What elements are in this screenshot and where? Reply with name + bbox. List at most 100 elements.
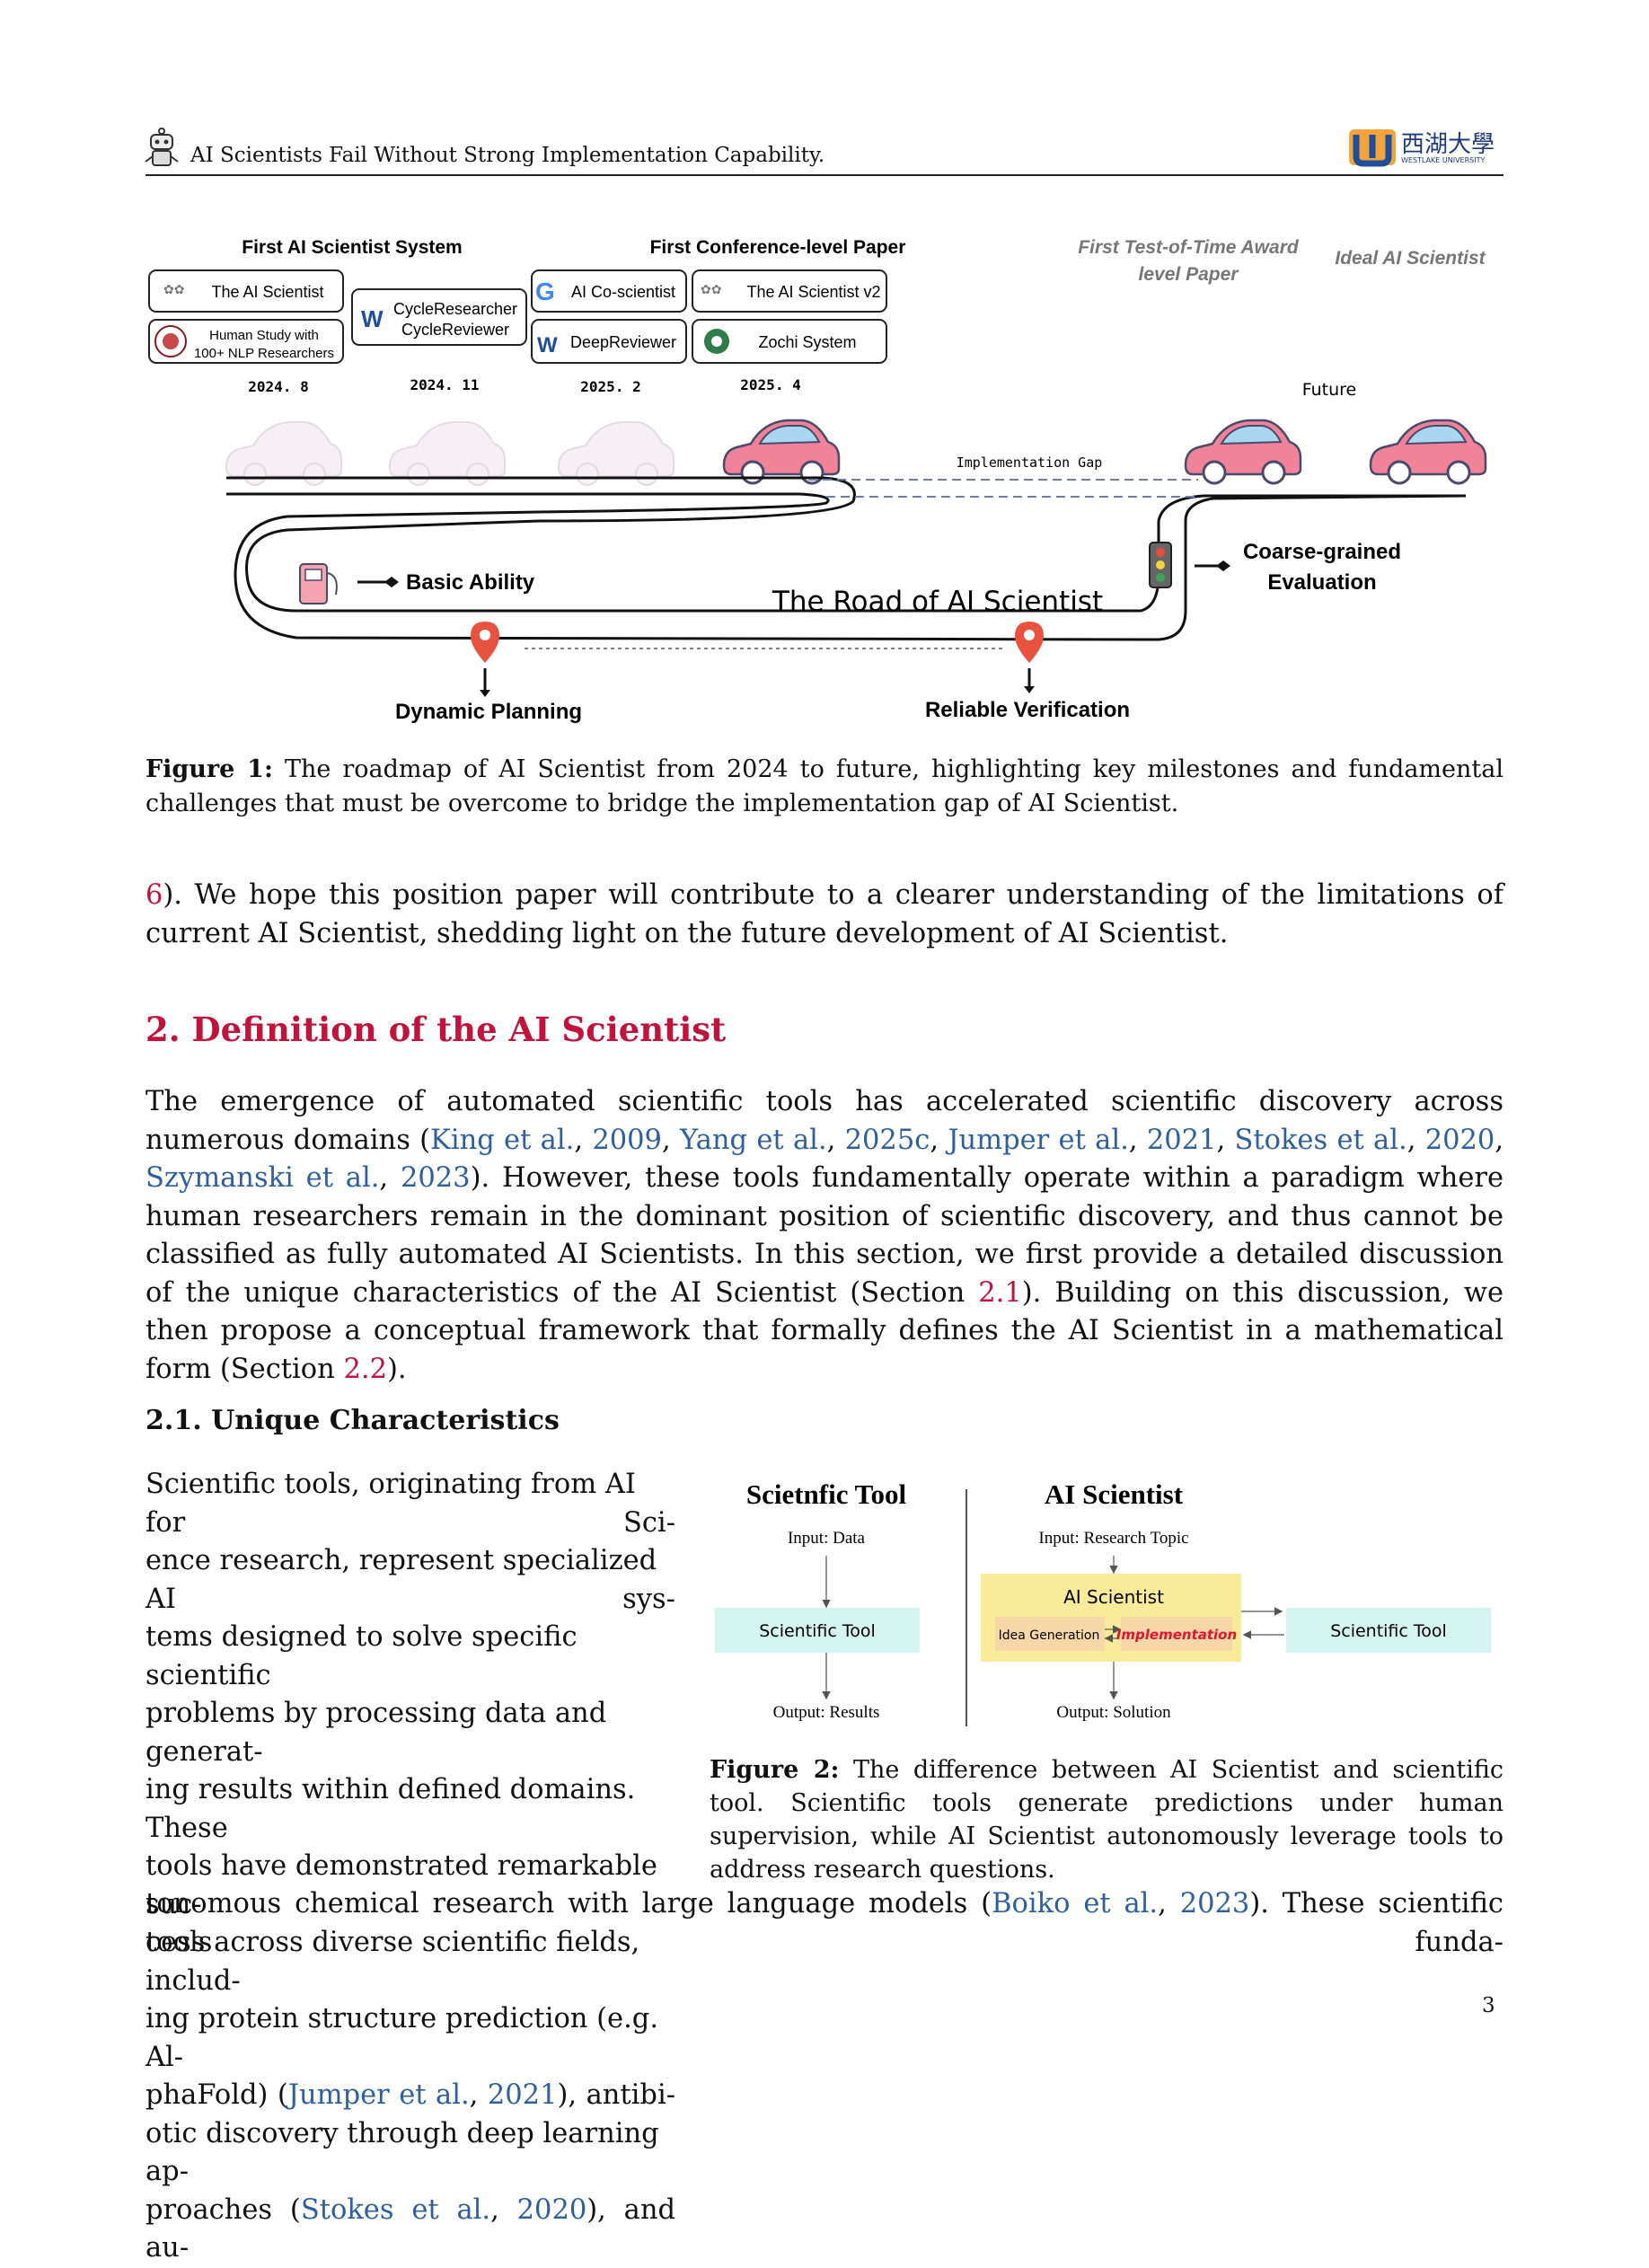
box-human-study-line2: 100+ NLP Researchers (194, 346, 334, 361)
fig2-right-output: Output: Solution (1056, 1703, 1171, 1722)
cite-stokes-year[interactable]: 2020 (1424, 1124, 1495, 1156)
box-ai-scientist-v2: ✿✿ The AI Scientist v2 (692, 269, 887, 313)
para2-line-5: ing results within defined domains. Thes… (146, 1774, 636, 1844)
ref-section-2-1[interactable]: 2.1 (978, 1276, 1022, 1309)
figure1-caption-text: The roadmap of AI Scientist from 2024 to… (146, 755, 1504, 817)
cite-szymanski[interactable]: Szymanski et al. (146, 1162, 380, 1194)
fig2-left-tool-box (715, 1608, 920, 1653)
para2-line-9: phaFold) (Jumper et al., 2021), antibi- (146, 2079, 676, 2111)
cite-yang[interactable]: Yang et al. (679, 1124, 827, 1156)
paragraph-section21: Scientific tools, originating from AI fo… (146, 1466, 675, 2268)
svg-text:✿✿: ✿✿ (701, 283, 721, 297)
gas-pump-icon (299, 563, 338, 605)
car-future-1 (1184, 419, 1302, 485)
fig2-left-title: Scietnfic Tool (746, 1478, 907, 1510)
fig2-implementation-label: Implementation (1116, 1627, 1237, 1643)
cite-stokes[interactable]: Stokes et al. (1234, 1124, 1407, 1156)
para2-line-10: otic discovery through deep learning ap- (146, 2117, 659, 2188)
svg-text:✿✿: ✿✿ (163, 283, 184, 297)
fig2-left-tool-label: Scientific Tool (759, 1621, 876, 1641)
date-2024-11: 2024. 11 (410, 376, 479, 393)
figure1-caption-label: Figure 1: (146, 755, 273, 783)
box-human-study: Human Study with 100+ NLP Researchers (148, 319, 344, 364)
box-ai-scientist-v2-label: The AI Scientist v2 (746, 283, 880, 301)
car-2024-11 (389, 421, 506, 486)
paragraph-section2: The emergence of automated scientific to… (146, 1086, 1504, 1385)
westlake-logo: 西湖大學 WESTLAKE UNIVERSITY (1349, 126, 1504, 171)
fig2-idea-generation-label: Idea Generation (999, 1628, 1100, 1643)
car-future-2 (1369, 419, 1487, 485)
box-cycle-line1: CycleResearcher (393, 300, 517, 318)
cite-szymanski-year[interactable]: 2023 (400, 1162, 471, 1194)
road-title: The Road of AI Scientist (772, 586, 1103, 618)
box-zochi: Zochi System (692, 319, 887, 364)
box-human-study-line1: Human Study with (209, 328, 319, 343)
cite-stokes-2[interactable]: Stokes et al. (300, 2193, 491, 2226)
future-label: Future (1302, 380, 1357, 400)
fig1-heading-first-system: First AI Scientist System (242, 237, 462, 258)
box-deep-reviewer-label: DeepReviewer (570, 333, 676, 351)
fig2-idea-generation-box (995, 1617, 1105, 1651)
road-line-bottom (226, 492, 1467, 641)
figure2-caption-label: Figure 2: (710, 1756, 840, 1784)
cite-boiko-year[interactable]: 2023 (1179, 1888, 1250, 1919)
figure1-roadmap: First AI Scientist System First Conferen… (148, 237, 1487, 724)
car-2024-8 (225, 421, 342, 486)
logo-subtext: WESTLAKE UNIVERSITY (1401, 156, 1486, 164)
fig2-right-tool-label: Scientific Tool (1330, 1621, 1447, 1641)
figure2-caption: Figure 2: The difference between AI Scie… (710, 1753, 1504, 1886)
cite-king[interactable]: King et al. (430, 1124, 575, 1156)
para2-line-7: cess across diverse scientific fields, i… (146, 1927, 640, 1997)
implementation-gap-label: Implementation Gap (957, 454, 1103, 471)
logo-text: 西湖大學 (1401, 131, 1495, 158)
running-header-title: AI Scientists Fail Without Strong Implem… (190, 144, 825, 167)
box-cycle-line2: CycleReviewer (401, 321, 509, 339)
para2-line-12: tonomous chemical research with large la… (146, 1888, 1504, 1958)
svg-text:W: W (361, 305, 384, 332)
page-number: 3 (1482, 1994, 1495, 2017)
para2-line-1: Scientific tools, originating from AI fo… (146, 1469, 675, 1539)
fig1-heading-test-of-time-1: First Test-of-Time Award (1078, 237, 1300, 258)
box-co-scientist-label: AI Co-scientist (571, 283, 675, 301)
ref-section-2-2[interactable]: 2.2 (343, 1353, 388, 1385)
para2-line-6: tools have demonstrated remarkable suc- (146, 1850, 657, 1920)
paragraph-intro-end: 6). We hope this position paper will con… (146, 877, 1504, 953)
header-rule (146, 174, 1504, 176)
box-deep-reviewer: W DeepReviewer (531, 319, 687, 364)
cite-king-year[interactable]: 2009 (592, 1124, 662, 1156)
reliable-verification-label: Reliable Verification (925, 698, 1130, 722)
para2-line-8: ing protein structure prediction (e.g. A… (146, 2003, 659, 2073)
para1-text-3: ). Building on this discussion, we then … (146, 1276, 1504, 1385)
cite-jumper-2[interactable]: Jumper et al. (287, 2079, 470, 2111)
section-2-heading: 2. Definition of the AI Scientist (146, 1010, 727, 1049)
box-cycle: W CycleResearcher CycleReviewer (351, 288, 527, 346)
para1-text-2: ). However, these tools fundamentally op… (146, 1162, 1504, 1309)
figure2-caption-text: The difference between AI Scientist and … (710, 1756, 1504, 1884)
date-2024-8: 2024. 8 (248, 378, 308, 395)
basic-ability-label: Basic Ability (406, 570, 535, 595)
fig2-implementation-box (1121, 1617, 1232, 1651)
pin-reliable-verification-icon (1015, 622, 1044, 663)
paragraph-intro-end-text: ). We hope this position paper will cont… (146, 879, 1504, 949)
car-2025-2 (558, 421, 675, 486)
para1-text-1: The emergence of automated scientific to… (146, 1086, 1504, 1156)
date-2025-2: 2025. 2 (580, 378, 640, 395)
date-2025-4: 2025. 4 (740, 376, 800, 393)
cite-stokes-2-year[interactable]: 2020 (516, 2193, 587, 2226)
ref-link-6[interactable]: 6 (146, 879, 163, 911)
fig2-ai-scientist-label: AI Scientist (1063, 1586, 1164, 1608)
fig2-right-title: AI Scientist (1045, 1478, 1184, 1510)
fig2-left-output: Output: Results (773, 1703, 880, 1722)
cite-boiko[interactable]: Boiko et al. (992, 1888, 1159, 1919)
traffic-light-icon (1149, 542, 1172, 588)
car-2025-4 (722, 419, 841, 485)
coarse-eval-line1: Coarse-grained (1243, 540, 1401, 564)
cite-jumper-year[interactable]: 2021 (1146, 1124, 1217, 1156)
cite-yang-year[interactable]: 2025c (844, 1124, 930, 1156)
cite-jumper-2-year[interactable]: 2021 (487, 2079, 558, 2111)
pin-dynamic-planning-icon (471, 622, 499, 663)
cite-jumper[interactable]: Jumper et al. (948, 1124, 1129, 1156)
para2-line-4: problems by processing data and generat- (146, 1698, 607, 1768)
fig2-right-input: Input: Research Topic (1038, 1529, 1188, 1548)
svg-text:W: W (537, 333, 558, 357)
